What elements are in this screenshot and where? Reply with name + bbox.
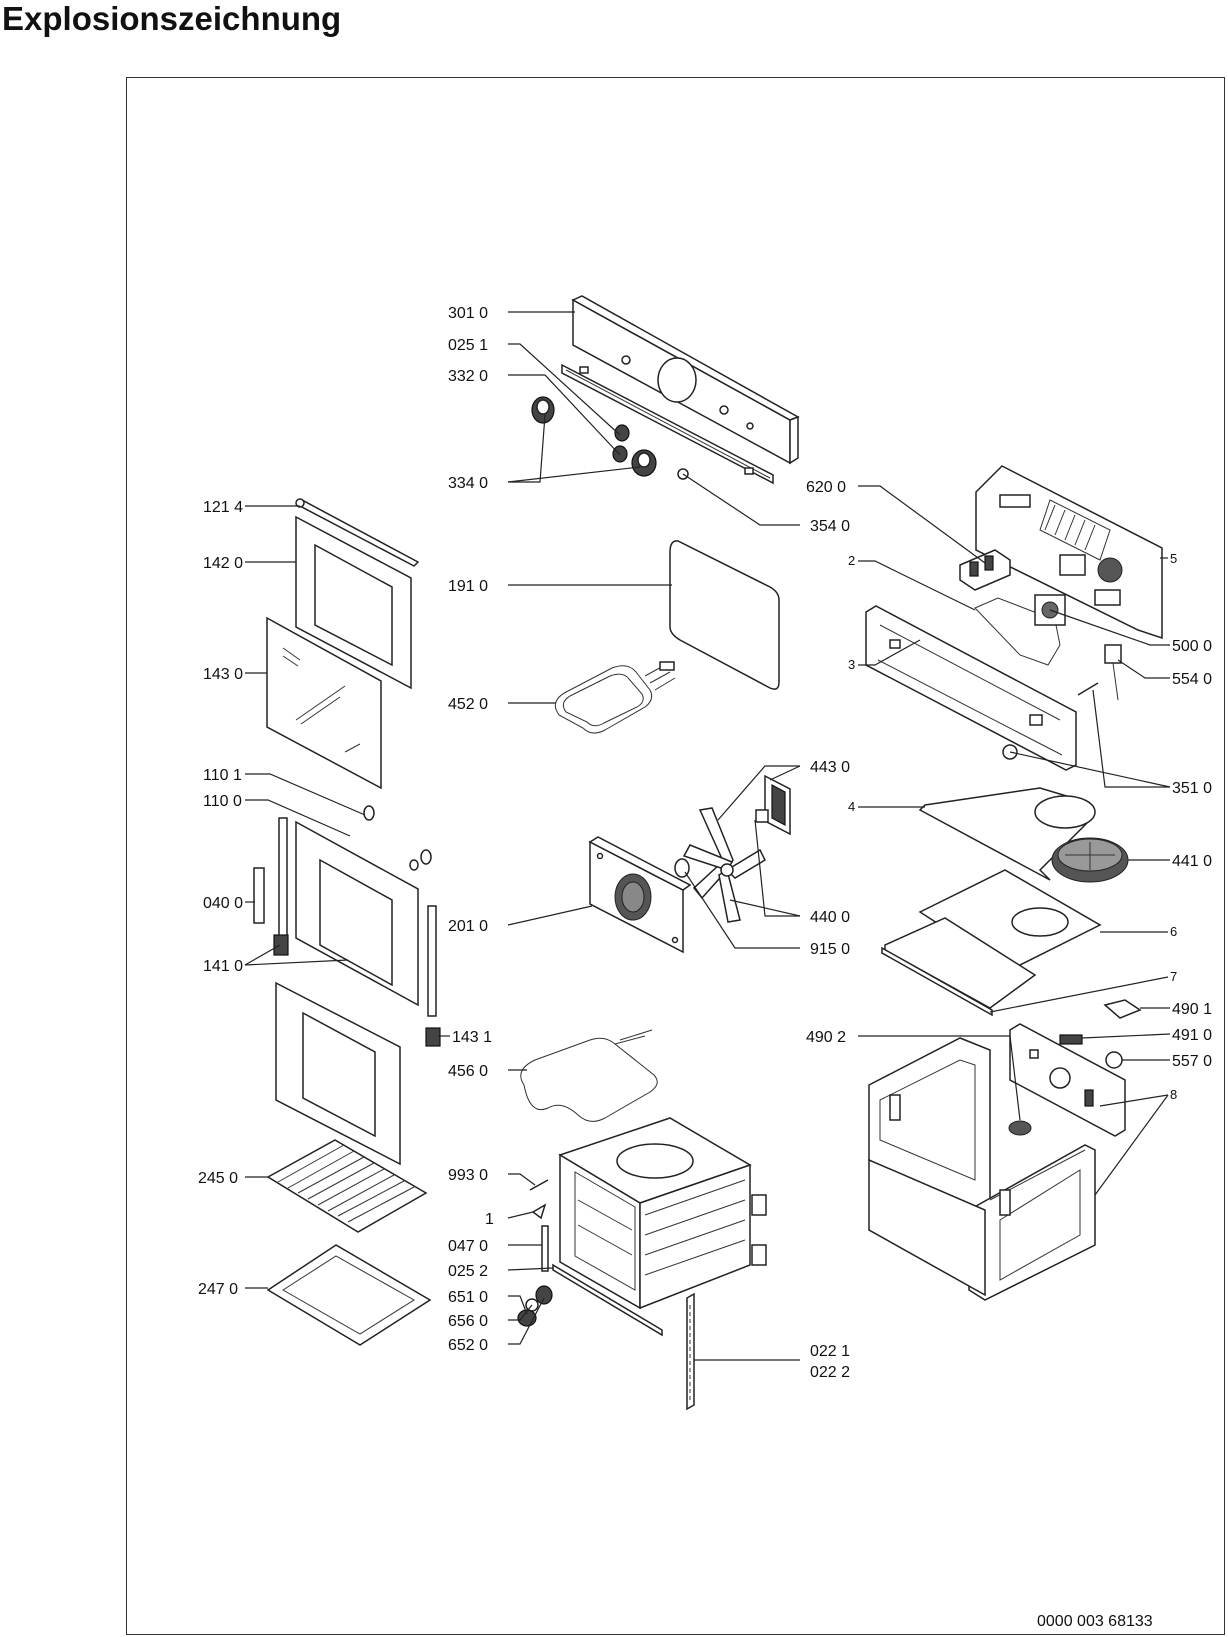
side-rail-part [686, 1292, 695, 1411]
part-label: 652 0 [448, 1337, 488, 1354]
part-label: 025 1 [448, 337, 488, 354]
part-label: 656 0 [448, 1313, 488, 1330]
outer-door-glass-part [295, 515, 412, 690]
part-label: 6 [1170, 924, 1177, 939]
fan-cover-plate-part [918, 787, 1096, 881]
part-label: 143 0 [203, 666, 243, 683]
part-label: 4 [848, 799, 855, 814]
part-label: 651 0 [448, 1289, 488, 1306]
front-frame-part [865, 605, 1077, 771]
door-top-strip-part [295, 498, 420, 567]
part-label: 5 [1170, 551, 1177, 566]
part-label: 142 0 [203, 555, 243, 572]
electronics-board-part [975, 465, 1163, 640]
diagram-frame [126, 77, 1225, 1635]
part-label: 301 0 [448, 305, 488, 322]
part-label: 047 0 [448, 1238, 488, 1255]
door-handle-part [344, 805, 432, 871]
part-number-labels: 301 0 025 1 332 0 334 0 354 0 121 4 142 … [198, 305, 1212, 1381]
part-label: 2 [848, 553, 855, 568]
part-label: 110 0 [203, 793, 242, 810]
bottom-heating-element-part [520, 1029, 658, 1122]
door-seal-part [669, 540, 780, 690]
cooling-fan-part [1051, 837, 1129, 883]
cover-strip-part [881, 946, 993, 1017]
part-label: 040 0 [203, 895, 243, 912]
part-label: 141 0 [203, 958, 243, 975]
control-panel-rail-part [561, 363, 774, 485]
part-label: 247 0 [198, 1281, 238, 1298]
knobs-part [531, 396, 689, 480]
part-label: 191 0 [448, 578, 488, 595]
page-title: Explosionszeichnung [2, 0, 342, 37]
rear-panel-part [1009, 1023, 1126, 1137]
lamp-part [1077, 682, 1099, 696]
part-label: 332 0 [448, 368, 488, 385]
door-hinge-part [253, 817, 441, 1047]
fan-motor-part [755, 774, 791, 836]
part-label: 620 0 [806, 479, 846, 496]
part-label: 143 1 [452, 1029, 492, 1046]
part-label: 440 0 [810, 909, 850, 926]
bracket-part [974, 597, 1061, 666]
part-label: 443 0 [810, 759, 850, 776]
top-heating-element-part [554, 661, 676, 734]
part-label: 452 0 [448, 696, 488, 713]
part-label: 491 0 [1172, 1027, 1212, 1044]
part-label: 8 [1170, 1087, 1177, 1102]
door-frame-part [295, 820, 419, 1007]
document-number: 0000 003 68133 [1037, 1613, 1153, 1630]
rear-small-parts [1008, 999, 1142, 1136]
part-label: 245 0 [198, 1170, 238, 1187]
relay-block-part [959, 549, 1011, 591]
part-label: 456 0 [448, 1063, 488, 1080]
part-label: 557 0 [1172, 1053, 1212, 1070]
part-label: 022 1 [810, 1343, 850, 1360]
part-label: 025 2 [448, 1263, 488, 1280]
part-label: 022 2 [810, 1364, 850, 1381]
part-label: 554 0 [1172, 671, 1212, 688]
oven-cavity-part [558, 1117, 767, 1310]
control-panel-part [571, 295, 800, 465]
top-cover-part [884, 869, 1102, 1009]
sensor-part [1104, 644, 1122, 701]
part-label: 3 [848, 657, 855, 672]
part-label: 201 0 [448, 918, 488, 935]
leader-lines [244, 311, 1171, 1361]
part-label: 334 0 [448, 475, 488, 492]
inner-door-glass-part [275, 981, 401, 1166]
fan-back-panel-part [588, 836, 692, 954]
part-label: 500 0 [1172, 638, 1212, 655]
part-label: 1 [485, 1211, 494, 1228]
part-label: 7 [1170, 969, 1177, 984]
part-label: 121 4 [203, 499, 243, 516]
part-label: 915 0 [810, 941, 850, 958]
part-label: 441 0 [1172, 853, 1212, 870]
door-glass-part [266, 616, 382, 790]
part-label: 351 0 [1172, 780, 1212, 797]
part-label: 354 0 [810, 518, 850, 535]
grill-rack-part [266, 1139, 428, 1233]
part-label: 490 1 [1172, 1001, 1212, 1018]
outer-housing-part [868, 1037, 1096, 1301]
part-label: 110 1 [203, 767, 242, 784]
baking-tray-part [266, 1244, 432, 1346]
part-label: 993 0 [448, 1167, 488, 1184]
part-label: 490 2 [806, 1029, 846, 1046]
